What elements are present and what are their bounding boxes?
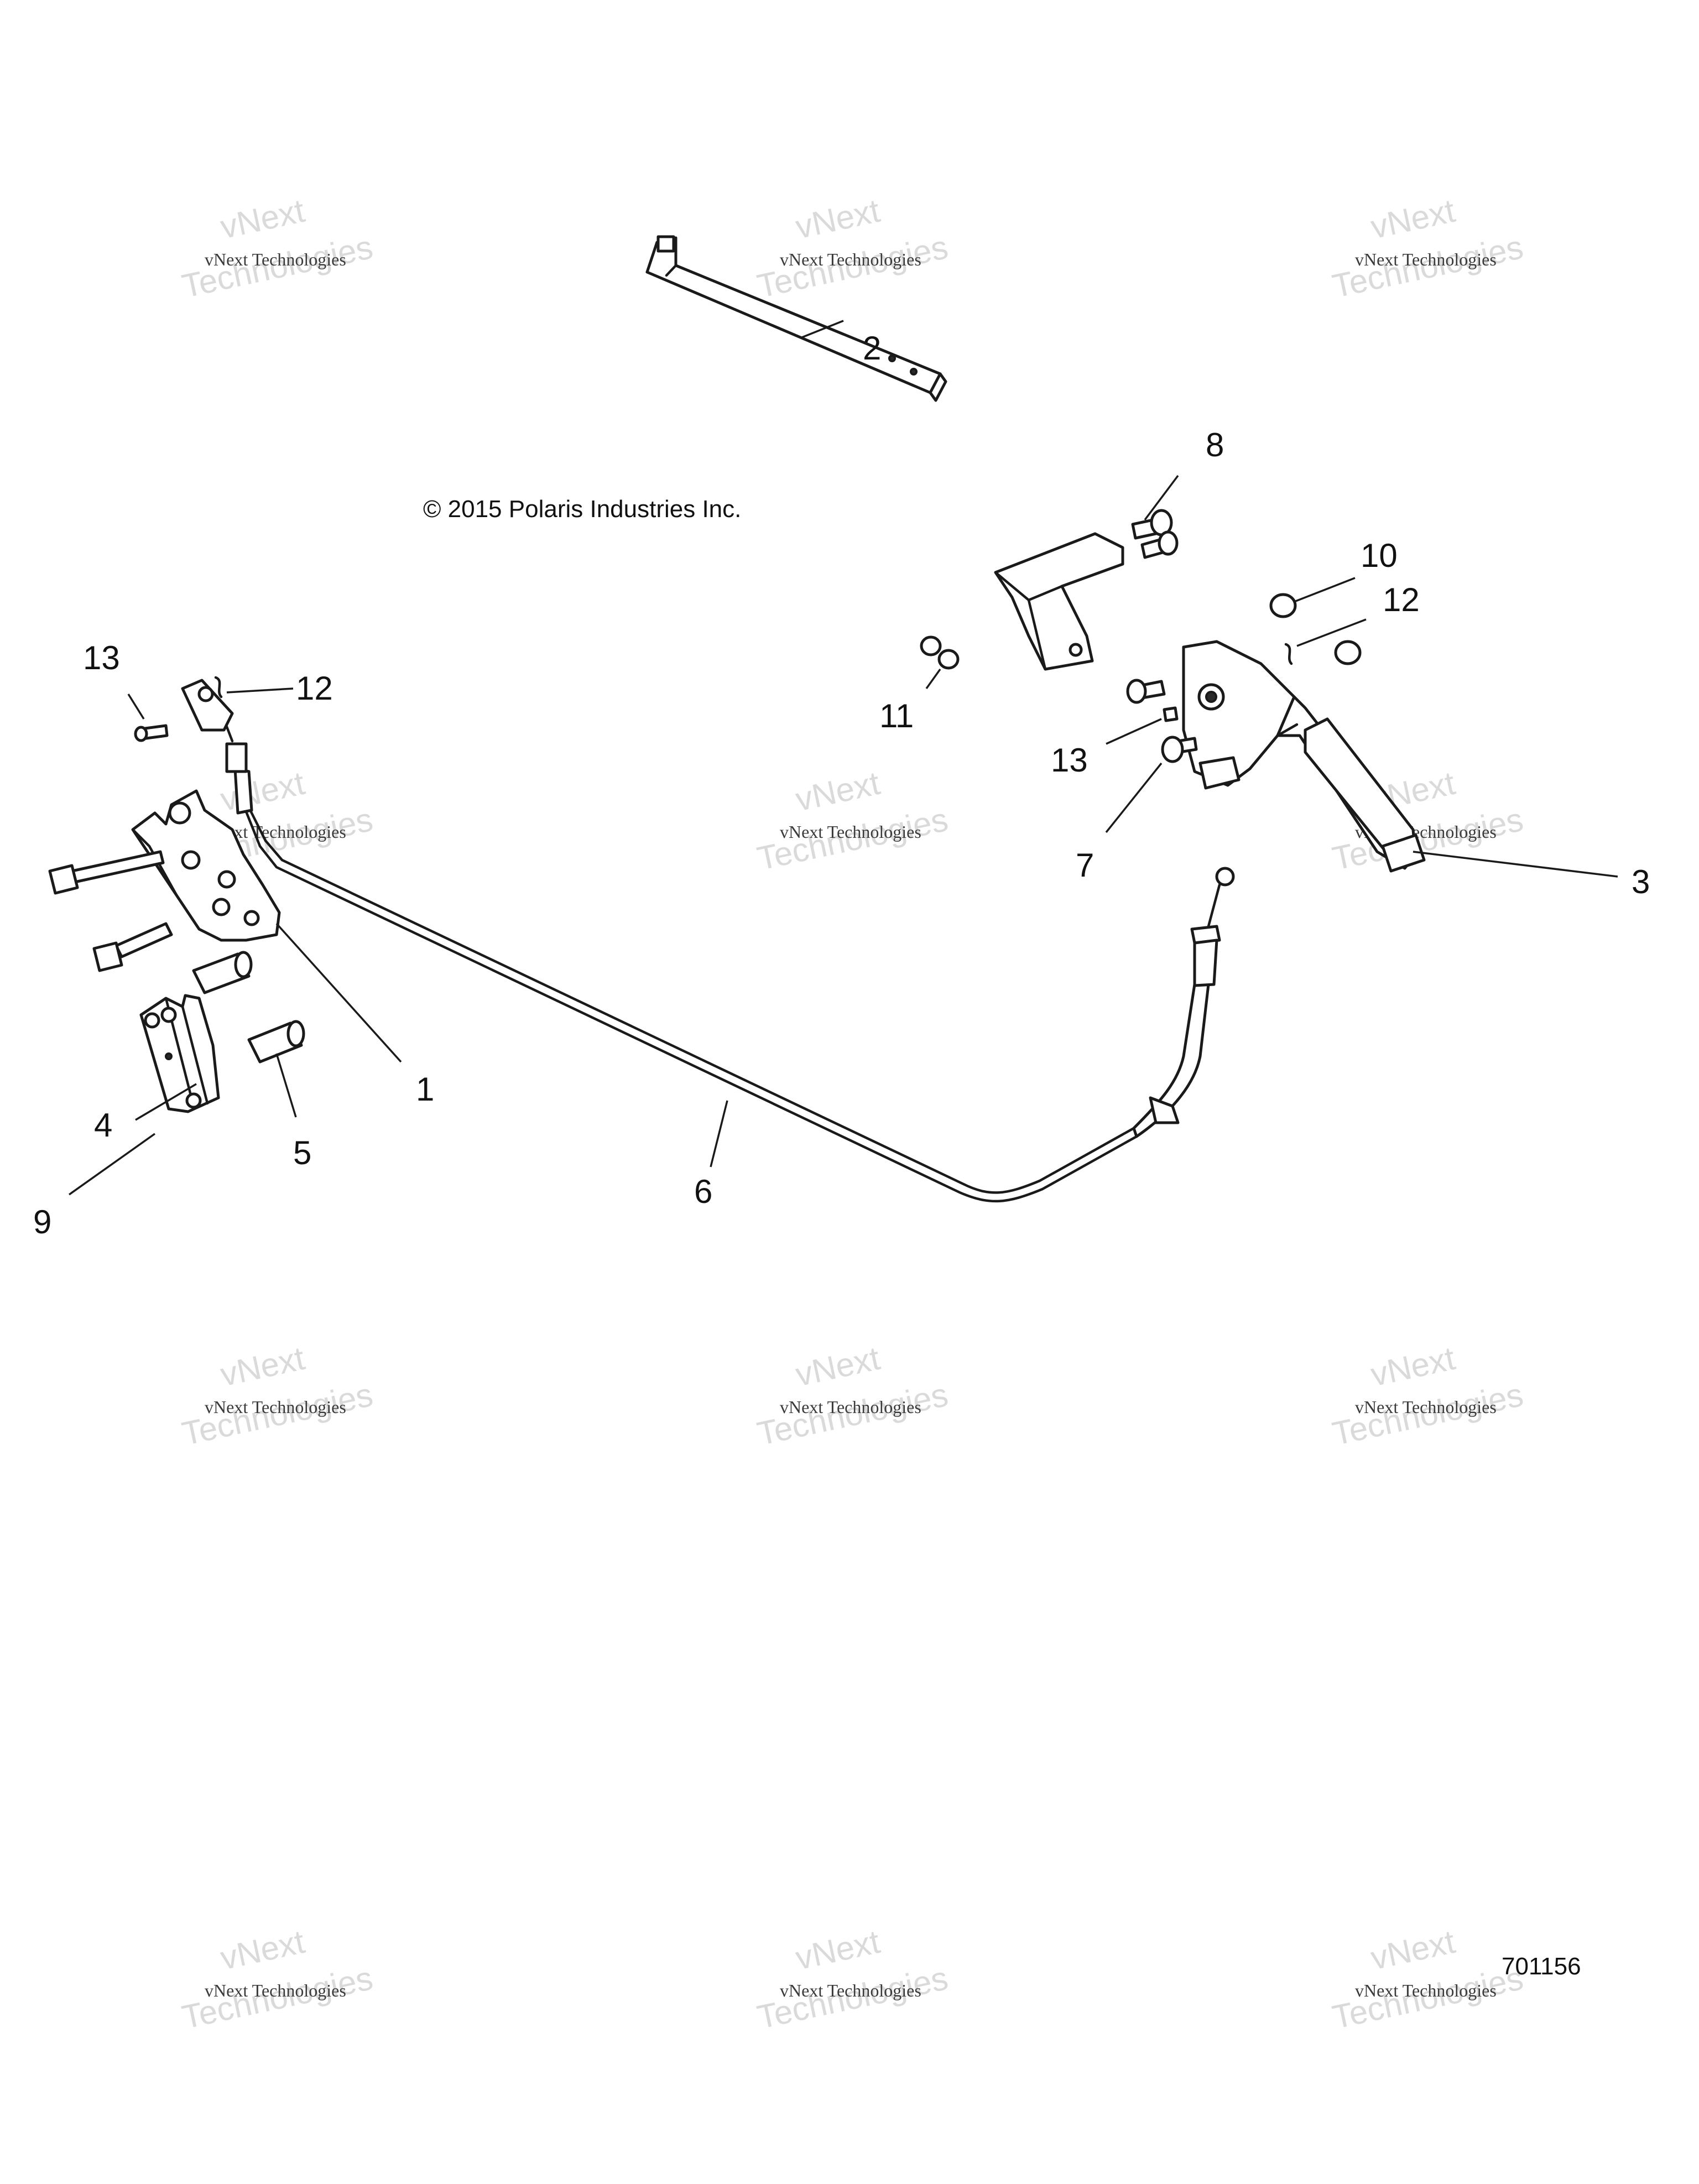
- callout-6: 6: [694, 1173, 712, 1210]
- part-pedal-block: [139, 994, 220, 1113]
- part-nut-12-right: [1334, 640, 1362, 665]
- watermark-small: vNext Technologies: [780, 249, 921, 269]
- callout-12-left: 12: [296, 670, 333, 707]
- watermark-big-1: vNext: [793, 1339, 883, 1393]
- watermark: vNext Technologies vNext Technologies: [754, 1923, 951, 2036]
- part-nut-11b: [937, 649, 960, 670]
- callout-7: 7: [1076, 847, 1094, 884]
- part-long-bolt-upper: [48, 850, 165, 895]
- watermark-big-1: vNext: [217, 1339, 308, 1393]
- watermark-big-1: vNext: [217, 1923, 308, 1977]
- part-spacer-lower: [247, 1020, 305, 1064]
- watermark: vNext Technologies vNext Technologies: [1329, 1339, 1526, 1452]
- copyright-note: © 2015 Polaris Industries Inc.: [423, 496, 741, 523]
- leader-lines: [68, 320, 1618, 1196]
- part-square-tube: [645, 235, 947, 402]
- watermark-small: vNext Technologies: [780, 822, 921, 842]
- callout-1: 1: [416, 1071, 434, 1108]
- part-pin-13-right: [1163, 706, 1179, 722]
- watermark-small: vNext Technologies: [205, 1397, 346, 1417]
- callout-13-right: 13: [1051, 742, 1088, 779]
- watermark-small: vNext Technologies: [1355, 249, 1497, 269]
- watermark: vNext Technologies vNext Technologies: [754, 192, 951, 305]
- callout-13-left: 13: [83, 639, 120, 676]
- callout-12-right: 12: [1383, 581, 1420, 618]
- watermark-small: vNext Technologies: [205, 1980, 346, 2000]
- watermark: vNext Technologies vNext Technologies: [1329, 192, 1526, 305]
- watermark-small: vNext Technologies: [780, 1980, 921, 2000]
- watermark-big-1: vNext: [793, 192, 883, 246]
- callout-3: 3: [1632, 863, 1650, 900]
- part-brake-cable: [181, 679, 1235, 1203]
- watermark-big-1: vNext: [793, 1923, 883, 1977]
- callout-4: 4: [94, 1107, 112, 1144]
- part-mount-plate: [131, 789, 281, 942]
- part-mount-bracket: [994, 532, 1124, 671]
- watermark-small: vNext Technologies: [1355, 1980, 1497, 2000]
- watermark-small: vNext Technologies: [205, 249, 346, 269]
- part-bolt-top-2: [1140, 530, 1179, 559]
- watermark-big-1: vNext: [1368, 192, 1458, 246]
- watermark: vNext Technologies vNext Technologies: [179, 192, 376, 305]
- callout-5: 5: [293, 1134, 311, 1171]
- watermark-big-1: vNext: [793, 764, 883, 818]
- part-clip-12-right: [1284, 643, 1293, 665]
- watermark: vNext Technologies vNext Technologies: [179, 1339, 376, 1452]
- callout-9: 9: [33, 1203, 51, 1240]
- watermark-small: vNext Technologies: [780, 1397, 921, 1417]
- callouts: 2 8 10 12 11 13 7 3 13 12 1 6 5 4 9: [33, 330, 1650, 1240]
- watermark: vNext Technologies vNext Technologies: [754, 1339, 951, 1452]
- part-lever-bolt-7: [1161, 736, 1198, 763]
- callout-2: 2: [863, 330, 881, 367]
- watermark: vNext Technologies vNext Technologies: [1329, 1923, 1526, 2036]
- part-spacer-upper: [192, 951, 253, 994]
- part-lever-bolt-13: [1126, 679, 1166, 704]
- part-pin-13-left: [134, 724, 169, 742]
- watermark-big-1: vNext: [1368, 1923, 1458, 1977]
- part-long-bolt-lower: [92, 922, 173, 972]
- part-nut-11a: [920, 635, 942, 656]
- watermark-small: vNext Technologies: [1355, 1397, 1497, 1417]
- callout-8: 8: [1206, 426, 1224, 463]
- watermark: vNext Technologies vNext Technologies: [179, 1923, 376, 2036]
- watermark: vNext Technologies vNext Technologies: [754, 764, 951, 877]
- callout-10: 10: [1361, 537, 1398, 574]
- watermark-big-1: vNext: [1368, 1339, 1458, 1393]
- callout-11: 11: [879, 697, 914, 734]
- part-bolt-top: [1131, 509, 1173, 540]
- drawing-number: 701156: [1502, 1953, 1581, 1980]
- watermark-grid: vNext Technologies vNext Technologies vN…: [179, 192, 1526, 2036]
- part-clip-12-left: [214, 676, 223, 699]
- part-nut-10: [1269, 593, 1297, 618]
- watermark-big-1: vNext: [217, 192, 308, 246]
- part-brake-lever: [1182, 640, 1426, 873]
